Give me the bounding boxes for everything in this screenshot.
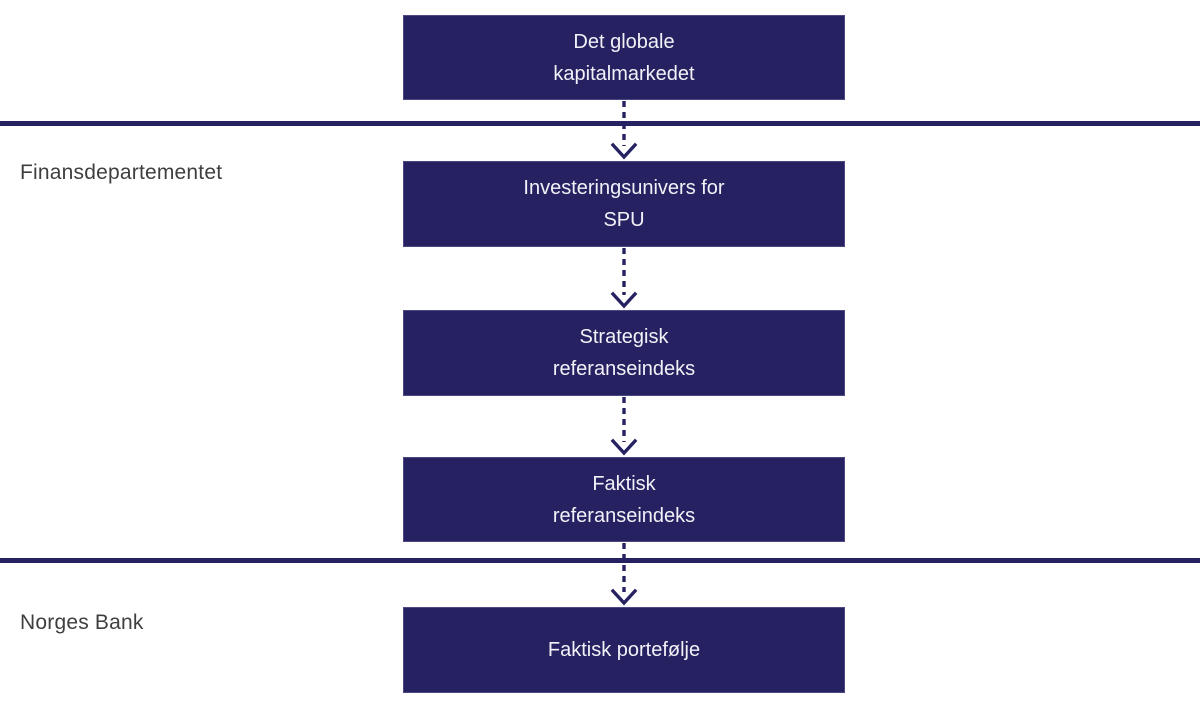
node-label-line: SPU — [603, 209, 645, 231]
divider-line-norges-bank — [0, 558, 1200, 563]
node-faktisk-referanseindeks: Faktisk referanseindeks — [403, 457, 845, 542]
node-faktisk-portefolje: Faktisk portefølje — [403, 607, 845, 693]
arrow-down-icon — [604, 100, 644, 160]
node-det-globale-kapitalmarkedet: Det globale kapitalmarkedet — [403, 15, 845, 100]
node-label-line: Det globale — [573, 30, 675, 53]
node-investeringsunivers-for-spu: Investeringsunivers for SPU — [403, 161, 845, 247]
node-label-line: referanseindeks — [552, 504, 696, 527]
section-label-finansdepartementet: Finansdepartementet — [20, 161, 223, 184]
node-label-line: Investeringsunivers for — [523, 177, 725, 199]
arrow-down-icon — [604, 542, 644, 606]
node-label-line: Faktisk portefølje — [547, 639, 701, 661]
node-label-line: kapitalmarkedet — [553, 62, 695, 85]
divider-line-finansdepartementet — [0, 121, 1200, 126]
arrow-down-icon — [604, 247, 644, 309]
arrow-down-icon — [604, 396, 644, 456]
node-label-line: Faktisk — [592, 472, 656, 495]
node-label-line: Strategisk — [579, 326, 669, 348]
node-strategisk-referanseindeks: Strategisk referanseindeks — [403, 310, 845, 396]
node-label-line: referanseindeks — [552, 358, 696, 380]
section-label-norges-bank: Norges Bank — [20, 611, 144, 634]
